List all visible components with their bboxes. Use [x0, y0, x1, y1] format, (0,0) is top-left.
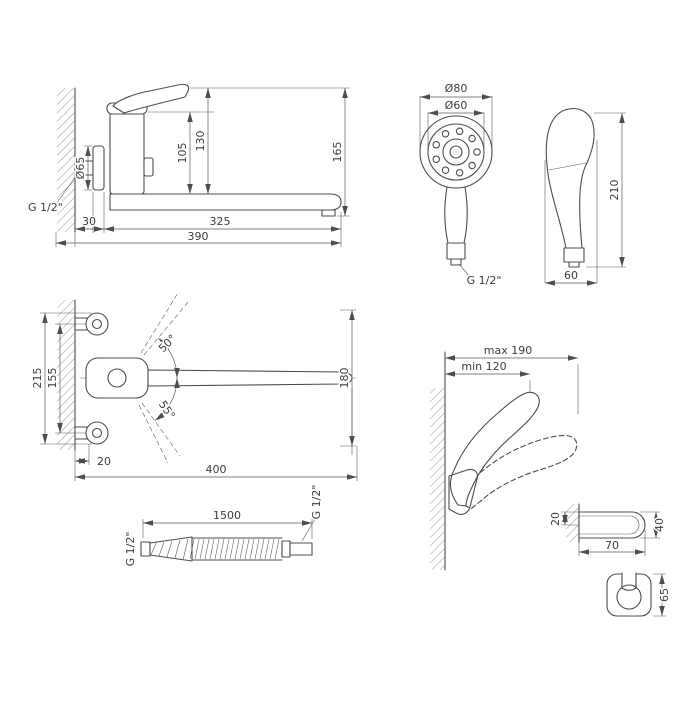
bracket-hole: [616, 584, 642, 610]
shower-front-dimensions: Ø80 Ø60 G 1/2": [419, 81, 503, 289]
spray-nozzles: [432, 127, 481, 177]
faucet-top-view: 50° 55° 215 155 180 20 400: [30, 292, 358, 481]
wall-hatch: [430, 388, 445, 570]
dim-d65-label: Ø65: [74, 157, 87, 180]
bracket-front-detail: 65: [606, 572, 673, 617]
thread-size-left-label: G 1/2": [124, 532, 137, 567]
head-inner-ring: [442, 138, 470, 166]
dim-400-label: 400: [206, 463, 227, 476]
dim-390-label: 390: [188, 230, 209, 243]
thread-size-label: G 1/2": [467, 274, 502, 287]
head-outer-circle: [419, 115, 493, 189]
wall-flange: [92, 145, 105, 191]
dim-180-label: 180: [338, 368, 351, 389]
hose-right-fitting: [289, 542, 313, 556]
hose-right-collar: [281, 540, 291, 558]
shower-side-profile: [545, 108, 595, 249]
dim-105-label: 105: [176, 143, 189, 164]
bracket-slot-mask: [622, 572, 636, 585]
faucet-side-view: 105 130 165 Ø65 G 1/2" 30 325 390: [27, 83, 350, 247]
hose-left-nut: [140, 541, 151, 557]
dim-30-label: 30: [82, 215, 96, 228]
holder-view: max 190 min 120 20 40 70 65: [430, 343, 673, 617]
spout-top: [147, 369, 353, 387]
inlet-top-center: [91, 318, 103, 330]
dim-325-label: 325: [210, 215, 231, 228]
dim-60-label: 60: [564, 269, 578, 282]
side-thread-stub: [568, 261, 580, 268]
mixer-body: [109, 111, 145, 195]
faucet-body-group: [74, 83, 342, 217]
body-hub: [85, 357, 149, 399]
angle-55-label: 55°: [156, 398, 178, 421]
dim-max-190-label: max 190: [484, 344, 532, 357]
dim-20-label: 20: [97, 455, 111, 468]
wall-hatch: [566, 504, 579, 542]
dim-d80-label: Ø80: [445, 82, 468, 95]
dim-70-label: 70: [605, 539, 619, 552]
head-ring: [427, 123, 485, 181]
hose-view: 1500 G 1/2" G 1/2": [123, 483, 325, 568]
side-fitting: [563, 247, 585, 263]
dim-d60-label: Ø60: [445, 99, 468, 112]
dim-65-label: 65: [658, 588, 671, 602]
head-seam: [548, 162, 587, 171]
bracket-side-profile: [578, 511, 646, 539]
dim-40-label: 40: [653, 518, 666, 532]
shower-side-dimensions: 210 60: [544, 112, 626, 286]
spout: [109, 193, 342, 211]
diverter-knob: [143, 157, 154, 177]
faucet-top-dimensions: 215 155 180 20 400: [30, 309, 358, 481]
hose-corrugation: [189, 538, 280, 560]
inlet-top: [85, 312, 109, 336]
cartridge-circle: [107, 368, 127, 388]
bracket-slot: [621, 572, 637, 591]
hose-body: [140, 536, 313, 562]
dim-1500-label: 1500: [213, 509, 241, 522]
hose-dimensions: 1500 G 1/2" G 1/2": [123, 483, 325, 568]
shower-front-view: Ø80 Ø60 G 1/2": [419, 81, 503, 289]
inlet-bottom-center: [91, 427, 103, 439]
aerator: [321, 209, 336, 217]
dim-20-label: 20: [549, 512, 562, 526]
shower-side-view: 210 60: [544, 108, 626, 286]
head-center: [449, 145, 463, 159]
hose-left-cone: [149, 536, 193, 562]
lever-handle: [112, 83, 190, 114]
thread-size-right-label: G 1/2": [310, 485, 323, 520]
top-view-body: [74, 312, 353, 445]
inlet-bottom: [85, 421, 109, 445]
dim-155-label: 155: [46, 368, 59, 389]
shower-head-face: [419, 115, 493, 266]
angle-50-label: 50°: [156, 332, 179, 355]
thread-stub: [450, 258, 462, 266]
shower-handle: [444, 186, 468, 244]
dim-165-label: 165: [331, 142, 344, 163]
faucet-side-dimensions: 105 130 165 Ø65 G 1/2" 30 325 390: [27, 87, 350, 247]
dim-215-label: 215: [31, 368, 44, 389]
thread-size-label: G 1/2": [28, 201, 63, 214]
shower-in-holder: [449, 391, 540, 507]
bracket-side-detail: 20 40 70: [548, 503, 668, 556]
shower-fitting: [446, 242, 466, 260]
hose-tube: [191, 537, 283, 561]
dim-210-label: 210: [608, 180, 621, 201]
dim-130-label: 130: [194, 131, 207, 152]
dim-min-120-label: min 120: [461, 360, 506, 373]
holder-dimensions: max 190 min 120: [445, 343, 579, 414]
holder-bracket: [448, 468, 478, 515]
